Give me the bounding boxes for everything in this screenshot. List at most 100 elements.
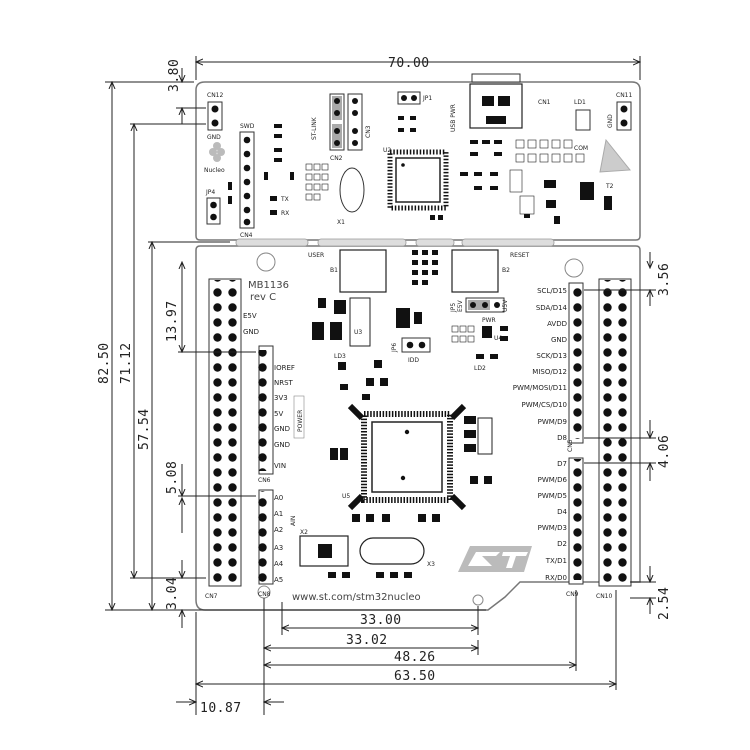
pin-labels: E5V GND IOREF NRST 3V3 5V GND GND VIN PO… — [243, 287, 568, 584]
b2-label: B2 — [502, 267, 510, 274]
usb-connector — [469, 73, 523, 129]
nucleo-label: Nucleo — [204, 167, 225, 174]
dim-3-04: 3.04 — [165, 577, 180, 610]
pin-label: IOREF — [274, 364, 295, 372]
dim-57-54: 57.54 — [137, 408, 152, 450]
x3-label: X3 — [427, 561, 435, 568]
user-label: USER — [308, 252, 324, 259]
pin-label: SCK/D13 — [536, 352, 567, 360]
dim-70-00: 70.00 — [388, 56, 430, 71]
cn11-label: CN11 — [616, 92, 632, 99]
rev-label: rev C — [250, 292, 276, 303]
e5v-jp-label: E5V — [457, 299, 464, 312]
pin-label: MISO/D12 — [532, 368, 567, 376]
b1-label: B1 — [330, 267, 338, 274]
dim-33-02: 33.02 — [346, 633, 388, 648]
pin-label: A5 — [274, 576, 283, 584]
pin-label: SDA/D14 — [536, 304, 568, 312]
pin-label: PWM/D6 — [538, 476, 568, 484]
ld3-label: LD3 — [334, 353, 346, 360]
cn9-label: CN9 — [566, 591, 579, 598]
mounting-hole — [472, 594, 484, 606]
dim-48-26: 48.26 — [394, 650, 436, 665]
pin-label: D7 — [557, 460, 567, 468]
pin-label: TX/D1 — [545, 557, 567, 565]
pin-label: PWM/D3 — [538, 524, 567, 532]
pin-label: PWM/CS/D10 — [521, 401, 567, 409]
u5-chip — [347, 403, 467, 511]
b2-button — [451, 249, 499, 293]
pin-label: NRST — [274, 379, 294, 387]
pin-label: D2 — [557, 540, 567, 548]
dimension-lines — [105, 56, 656, 715]
dim-3-56: 3.56 — [657, 263, 672, 296]
pin-label: AVDD — [547, 320, 567, 328]
cn5-label: CN5 — [567, 439, 574, 452]
jp1-label: JP1 — [422, 95, 432, 102]
dimension-labels: 70.00 3.80 82.50 71.12 57.54 13.97 5.08 … — [97, 56, 672, 716]
pin-label: PWM/MOSI/D11 — [513, 384, 567, 392]
esd-warning-icon — [599, 138, 631, 173]
st-logo-icon — [458, 546, 532, 572]
nucleo-logo — [209, 142, 225, 162]
ain-label: AIN — [290, 516, 297, 526]
pin-label: D8 — [557, 434, 567, 442]
u5v-label: U5V — [502, 299, 509, 312]
cn3-label: CN3 — [365, 125, 372, 138]
u2-label: U2 — [383, 147, 391, 154]
mb-label: MB1136 — [248, 280, 289, 291]
cn6-label: CN6 — [258, 477, 271, 484]
dim-63-50: 63.50 — [394, 669, 436, 684]
main-section: USER B1 RESET B2 MB1136 rev C U3 IDD JP6 — [248, 249, 532, 603]
u5-label: U5 — [342, 493, 350, 500]
gnd-right-label: GND — [607, 114, 614, 128]
pin-label: GND — [243, 328, 259, 336]
dim-33-00: 33.00 — [360, 613, 402, 628]
dim-3-80: 3.80 — [167, 59, 182, 92]
ld2-label: LD2 — [474, 365, 486, 372]
pin-label: RX/D0 — [545, 574, 567, 582]
idd-label: IDD — [408, 357, 419, 364]
rx-label: RX — [281, 210, 289, 217]
dim-13-97: 13.97 — [165, 300, 180, 342]
t2-label: T2 — [605, 183, 614, 190]
pin-label: 3V3 — [274, 394, 288, 402]
pin-label: PWM/D9 — [538, 418, 567, 426]
x1-label: X1 — [337, 219, 345, 226]
jp5-label: JP5 — [450, 303, 457, 313]
gnd-top-label: GND — [207, 134, 221, 141]
cn7-label: CN7 — [205, 593, 218, 600]
cn1-label: CN1 — [538, 99, 551, 106]
usb-pwr-label: USB PWR — [450, 104, 457, 132]
swd-label: SWD — [240, 123, 255, 130]
pwr-label: PWR — [482, 317, 496, 324]
u4-label: U4 — [494, 335, 502, 342]
dim-5-08: 5.08 — [165, 461, 180, 494]
b1-button — [339, 249, 387, 293]
dim-82-50: 82.50 — [97, 342, 112, 384]
ld1-label: LD1 — [574, 99, 586, 106]
pin-label: A3 — [274, 544, 283, 552]
mounting-holes — [256, 252, 584, 606]
url-text: www.st.com/stm32nucleo — [292, 592, 421, 603]
jp6-label: JP6 — [391, 343, 398, 353]
u2-chip — [387, 149, 449, 211]
jp4-label: JP4 — [205, 189, 215, 196]
cn2-label: CN2 — [330, 155, 343, 162]
x1-crystal — [339, 167, 365, 213]
tx-label: TX — [280, 196, 289, 203]
power-label: POWER — [297, 410, 304, 432]
pin-label: D4 — [557, 508, 567, 516]
cn8-label: CN8 — [258, 591, 271, 598]
mounting-hole — [564, 258, 584, 278]
pin-label: PWM/D5 — [538, 492, 567, 500]
pin-label: GND — [274, 441, 290, 449]
pin-label: GND — [551, 336, 567, 344]
u3-label: U3 — [354, 329, 362, 336]
morpho-headers: CN7 CN10 CN6 CN8 CN5 CN9 — [205, 278, 632, 600]
stlink-section: CN12 GND Nucleo JP4 SWD CN4 TX RX — [204, 73, 632, 239]
stlink-label: ST-LINK — [311, 116, 318, 140]
x3-crystal — [359, 537, 425, 565]
cn4-label: CN4 — [240, 232, 253, 239]
